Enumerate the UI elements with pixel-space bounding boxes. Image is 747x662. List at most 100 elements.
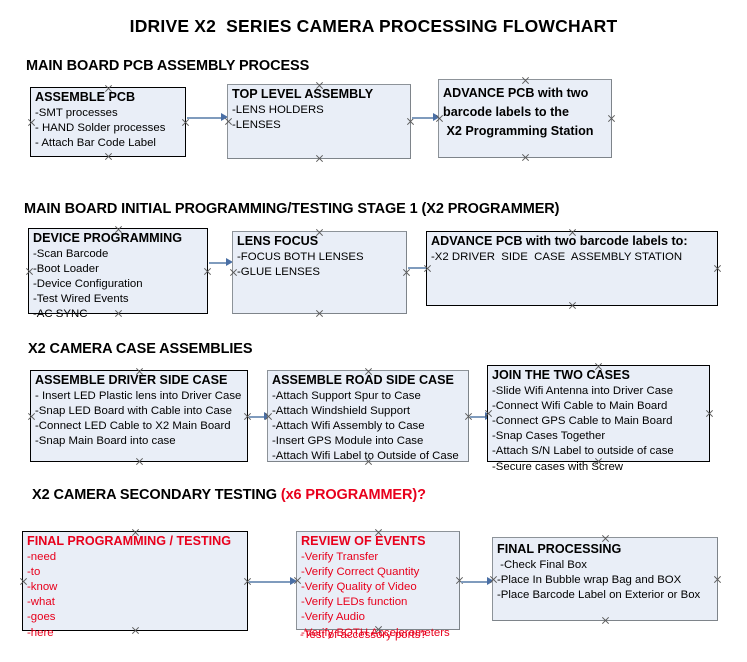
box-line: -Verify BOTH Accelerometers — [301, 626, 450, 639]
connection-handle-left[interactable] — [489, 575, 498, 584]
box-line: -AC SYNC — [33, 308, 88, 321]
page-title: IDRIVE X2 SERIES CAMERA PROCESSING FLOWC… — [129, 16, 618, 36]
flow-box-assemble-road-side-case[interactable]: ASSEMBLE ROAD SIDE CASE -Attach Support … — [267, 370, 469, 462]
connection-handle-right[interactable] — [203, 267, 212, 276]
flow-box-review-of-events[interactable]: REVIEW OF EVENTS -Verify Transfer -Verif… — [293, 528, 460, 639]
flow-box-device-programming[interactable]: DEVICE PROGRAMMING -Scan Barcode -Boot L… — [25, 225, 208, 320]
connection-handle-top[interactable] — [135, 367, 144, 376]
connection-handle-right[interactable] — [713, 575, 722, 584]
connection-handle-left[interactable] — [19, 577, 28, 586]
box-line: - HAND Solder processes — [35, 121, 166, 134]
connection-handle-left[interactable] — [27, 118, 36, 127]
box-title-lens-focus: LENS FOCUS — [237, 234, 319, 248]
connection-handle-top[interactable] — [364, 367, 373, 376]
box-title-join-the-two-cases: JOIN THE TWO CASES — [492, 368, 630, 382]
connection-handle-bottom[interactable] — [594, 457, 603, 466]
box-title-assemble-road-side-case: ASSEMBLE ROAD SIDE CASE — [272, 373, 454, 387]
box-title-device-programming: DEVICE PROGRAMMING — [33, 231, 183, 245]
box-title-advance-pcb-to-x2-station: ADVANCE PCB with two barcode labels to t… — [443, 86, 594, 138]
box-line: -Test Wired Events — [33, 293, 129, 306]
arrow-final-programming-to-review-of-events — [249, 577, 297, 586]
section-heading-x2-camera-case-assemblies: X2 CAMERA CASE ASSEMBLIES — [28, 341, 253, 357]
box-line: -SMT processes — [35, 106, 118, 119]
box-title-top-level-assembly: TOP LEVEL ASSEMBLY — [232, 87, 374, 101]
box-line: -FOCUS BOTH LENSES — [237, 250, 364, 263]
box-line: -here — [27, 626, 54, 639]
box-title-final-processing: FINAL PROCESSING — [497, 542, 622, 556]
connection-handle-top[interactable] — [114, 225, 123, 234]
connection-handle-top[interactable] — [568, 228, 577, 237]
section-heading-red-suffix: (x6 PROGRAMMER)? — [280, 487, 426, 503]
box-title-assemble-pcb: ASSEMBLE PCB — [35, 90, 136, 104]
box-line: -goes — [27, 611, 56, 624]
connection-handle-bottom[interactable] — [315, 309, 324, 318]
connection-handle-left[interactable] — [264, 412, 273, 421]
connection-handle-top[interactable] — [131, 528, 140, 537]
box-line: -Attach Windshield Support — [272, 404, 411, 417]
connection-handle-left[interactable] — [25, 267, 34, 276]
connection-handle-bottom[interactable] — [104, 152, 113, 161]
box-title-review-of-events: REVIEW OF EVENTS — [301, 534, 426, 548]
box-line: -Insert GPS Module into Case — [272, 435, 424, 448]
connection-handle-bottom[interactable] — [568, 301, 577, 310]
connection-handle-right[interactable] — [713, 264, 722, 273]
connection-handle-top[interactable] — [374, 528, 383, 537]
box-line: -Attach Wifi Assembly to Case — [272, 419, 425, 432]
box-line: -Secure cases with Screw — [492, 460, 624, 473]
connection-handle-top[interactable] — [594, 362, 603, 371]
connection-handle-bottom[interactable] — [315, 154, 324, 163]
connection-handle-left[interactable] — [423, 264, 432, 273]
section-heading-main-board-initial-programming: MAIN BOARD INITIAL PROGRAMMING/TESTING S… — [24, 201, 560, 217]
box-line: -Connect GPS Cable to Main Board — [492, 414, 673, 427]
connection-handle-left[interactable] — [293, 576, 302, 585]
flow-box-advance-pcb-to-driver-side-station[interactable]: ADVANCE PCB with two barcode labels to: … — [426, 231, 718, 306]
flow-box-top-level-assembly[interactable]: TOP LEVEL ASSEMBLY -LENS HOLDERS -LENSES — [227, 84, 411, 159]
box-line: -Verify Transfer — [301, 550, 379, 563]
box-line: -Scan Barcode — [33, 247, 109, 260]
connection-handle-left[interactable] — [229, 268, 238, 277]
box-title-assemble-driver-side-case: ASSEMBLE DRIVER SIDE CASE — [35, 373, 228, 387]
connection-handle-top[interactable] — [601, 534, 610, 543]
box-line: -Check Final Box — [497, 558, 587, 571]
box-line: -to — [27, 565, 41, 578]
connection-handle-bottom[interactable] — [364, 457, 373, 466]
connection-handle-top[interactable] — [315, 81, 324, 90]
box-line: -Boot Loader — [33, 262, 99, 275]
box-line: -LENSES — [232, 118, 281, 131]
connection-handle-left[interactable] — [435, 114, 444, 123]
box-line: -Verify Audio — [301, 611, 365, 624]
connection-handle-left[interactable] — [484, 409, 493, 418]
arrow-assemble-pcb-to-top-level-assembly — [187, 113, 228, 122]
connection-handle-right[interactable] — [607, 114, 616, 123]
box-line: -Snap Cases Together — [492, 430, 606, 443]
connection-handle-top[interactable] — [315, 228, 324, 237]
flow-box-advance-pcb-to-x2-station[interactable]: ADVANCE PCB with two barcode labels to t… — [438, 79, 612, 158]
connection-handle-left[interactable] — [27, 412, 36, 421]
box-line: - Attach Bar Code Label — [35, 136, 156, 149]
box-title-final-programming-testing: FINAL PROGRAMMING / TESTING — [27, 534, 232, 548]
box-line: -know — [27, 580, 58, 593]
connection-handle-bottom[interactable] — [601, 616, 610, 625]
box-line: -Connect LED Cable to X2 Main Board — [35, 419, 231, 432]
flow-box-assemble-driver-side-case[interactable]: ASSEMBLE DRIVER SIDE CASE - Insert LED P… — [30, 370, 248, 462]
flow-box-final-processing[interactable]: FINAL PROCESSING -Check Final Box -Place… — [492, 537, 718, 621]
connection-handle-bottom[interactable] — [521, 153, 530, 162]
connection-handle-bottom[interactable] — [131, 626, 140, 635]
connection-handle-bottom[interactable] — [114, 309, 123, 318]
box-line: -Verify Quality of Video — [301, 580, 417, 593]
flow-box-lens-focus[interactable]: LENS FOCUS -FOCUS BOTH LENSES -GLUE LENS… — [232, 231, 407, 314]
connection-handle-top[interactable] — [104, 84, 113, 93]
box-line: -X2 DRIVER SIDE CASE ASSEMBLY STATION — [431, 250, 683, 263]
connection-handle-left[interactable] — [224, 117, 233, 126]
box-line-overflow-review-of-events: -Test of accessory ports? — [300, 629, 427, 641]
connection-handle-right[interactable] — [705, 409, 714, 418]
box-line: -need — [27, 550, 57, 563]
flow-box-final-programming-testing[interactable]: FINAL PROGRAMMING / TESTING -need -to -k… — [19, 528, 248, 639]
connection-handle-bottom[interactable] — [135, 457, 144, 466]
flow-box-join-the-two-cases[interactable]: JOIN THE TWO CASES -Slide Wifi Antenna i… — [484, 362, 710, 473]
box-line: -Slide Wifi Antenna into Driver Case — [492, 384, 674, 397]
connection-handle-top[interactable] — [521, 76, 530, 85]
box-line: -Attach S/N Label to outside of case — [492, 445, 674, 458]
flow-box-assemble-pcb[interactable]: ASSEMBLE PCB -SMT processes - HAND Solde… — [30, 87, 186, 157]
